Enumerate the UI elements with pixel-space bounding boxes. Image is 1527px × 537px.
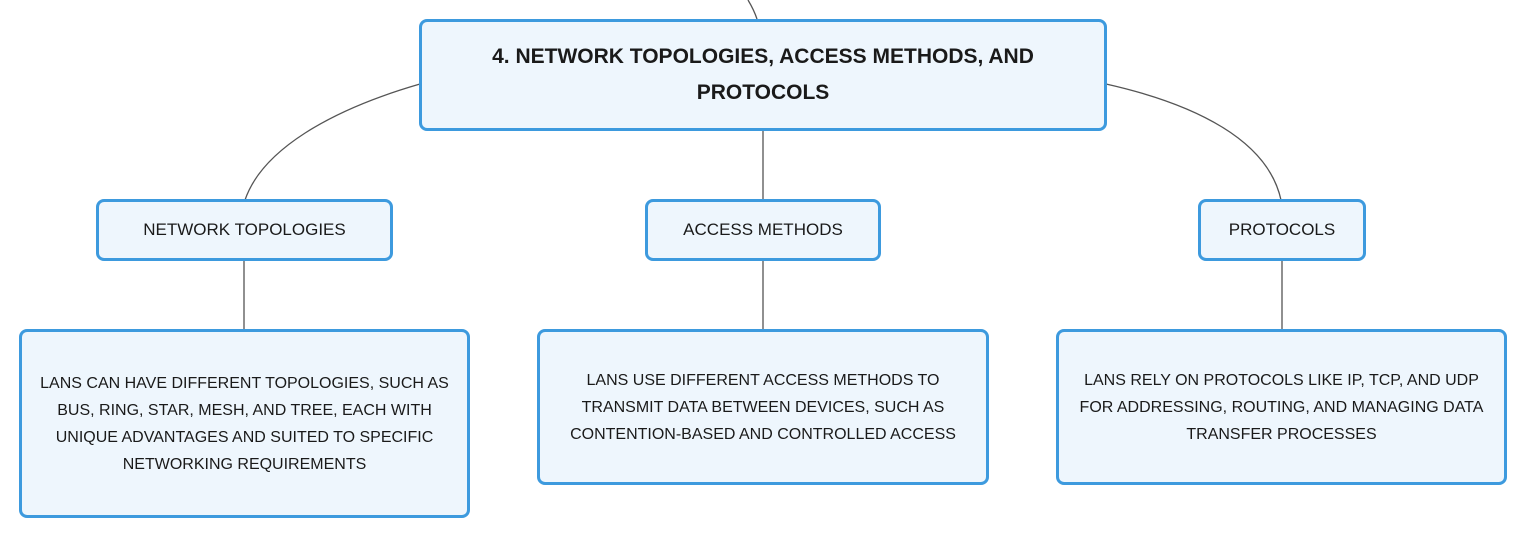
detail-node-network-topologies[interactable]: LANS CAN HAVE DIFFERENT TOPOLOGIES, SUCH… bbox=[19, 329, 470, 518]
detail-node-access-methods[interactable]: LANS USE DIFFERENT ACCESS METHODS TO TRA… bbox=[537, 329, 989, 485]
branch-label-network-topologies: NETWORK TOPOLOGIES bbox=[143, 220, 346, 239]
connector-incoming-root bbox=[747, 0, 758, 20]
branch-label-access-methods: ACCESS METHODS bbox=[683, 220, 843, 239]
root-topic-node[interactable]: 4. NETWORK TOPOLOGIES, ACCESS METHODS, A… bbox=[419, 19, 1107, 131]
root-topic-title: 4. NETWORK TOPOLOGIES, ACCESS METHODS, A… bbox=[492, 45, 1034, 104]
detail-text-access-methods: LANS USE DIFFERENT ACCESS METHODS TO TRA… bbox=[570, 371, 956, 443]
connector-root-to-protocols bbox=[1105, 83, 1282, 201]
branch-node-access-methods[interactable]: ACCESS METHODS bbox=[645, 199, 881, 261]
detail-text-protocols: LANS RELY ON PROTOCOLS LIKE IP, TCP, AND… bbox=[1079, 371, 1484, 443]
branch-node-protocols[interactable]: PROTOCOLS bbox=[1198, 199, 1366, 261]
branch-label-protocols: PROTOCOLS bbox=[1228, 220, 1336, 239]
connector-root-to-network-topologies bbox=[244, 83, 421, 201]
detail-text-network-topologies: LANS CAN HAVE DIFFERENT TOPOLOGIES, SUCH… bbox=[40, 374, 449, 473]
branch-node-network-topologies[interactable]: NETWORK TOPOLOGIES bbox=[96, 199, 393, 261]
detail-node-protocols[interactable]: LANS RELY ON PROTOCOLS LIKE IP, TCP, AND… bbox=[1056, 329, 1507, 485]
